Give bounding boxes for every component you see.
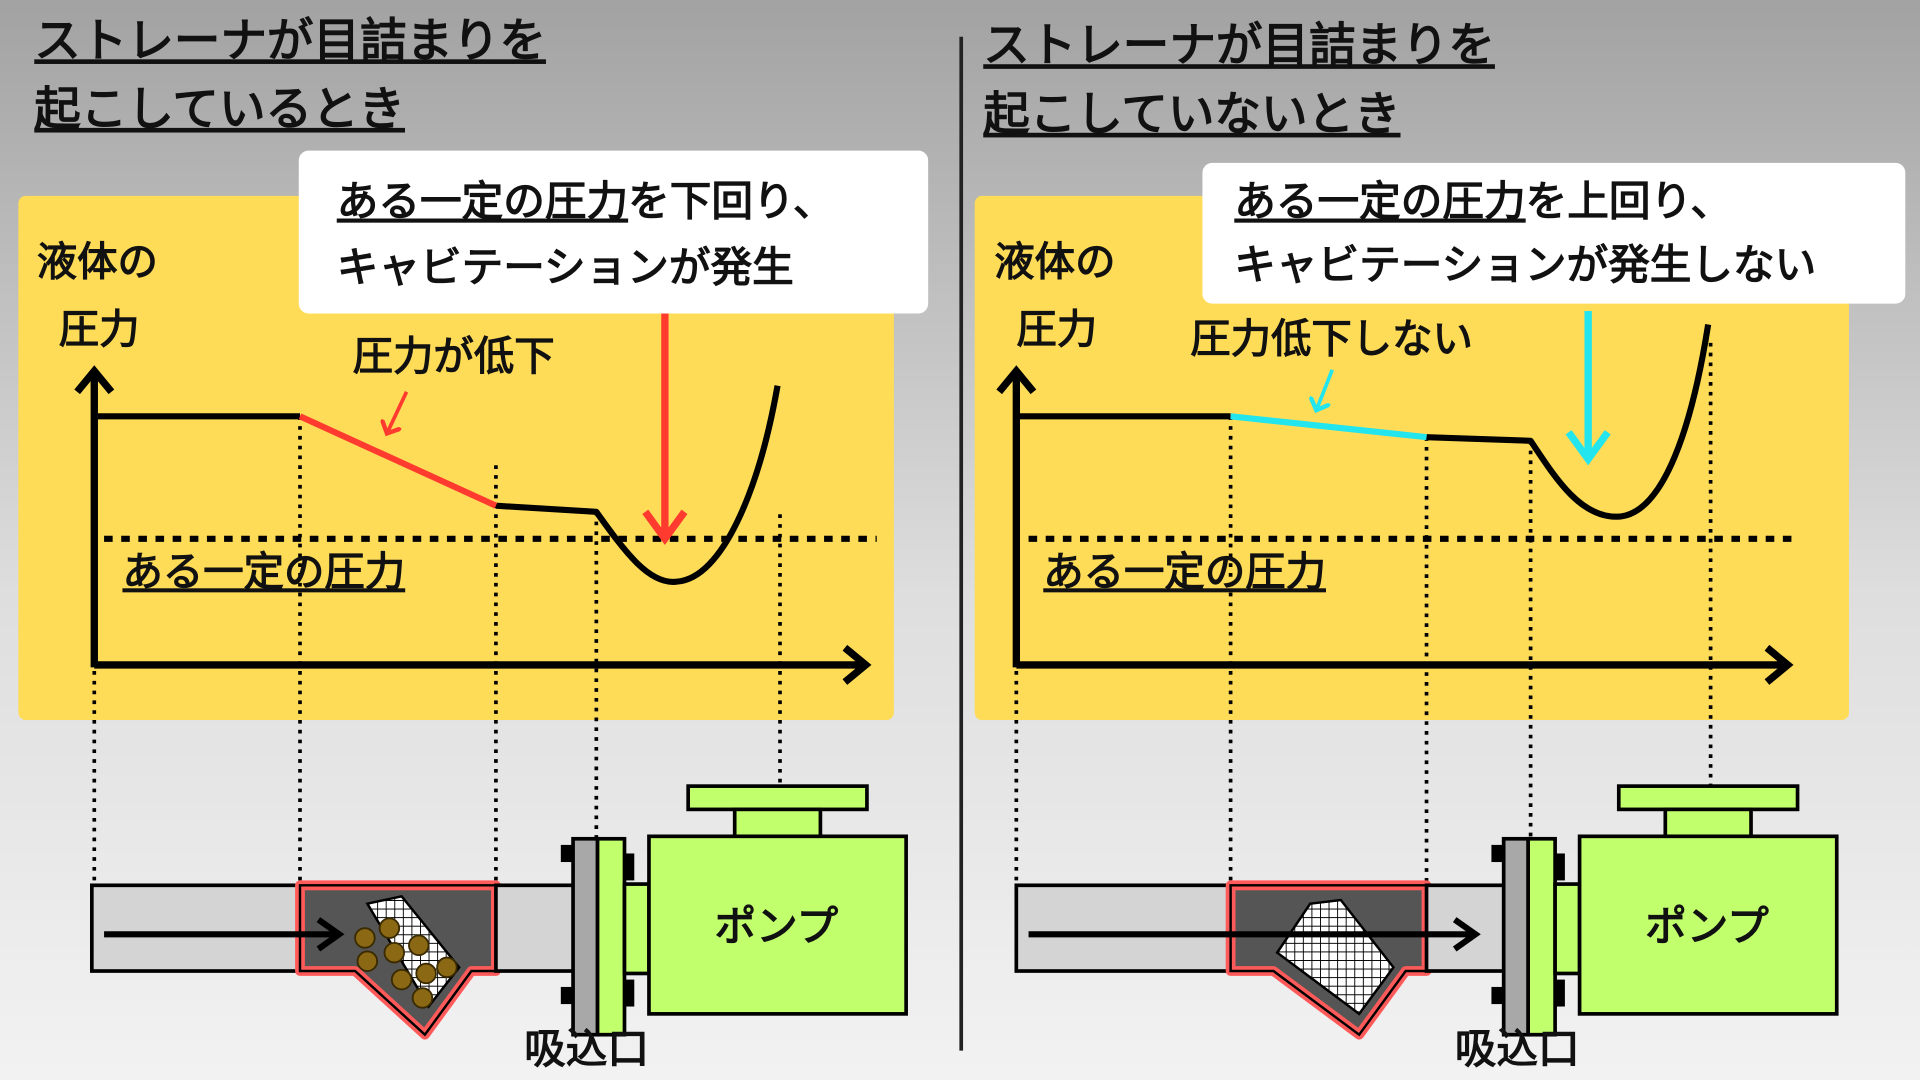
right-strainer-mesh <box>1275 898 1396 1016</box>
left-annotation: 圧力が低下 <box>353 332 555 380</box>
left-threshold-label: ある一定の圧力 <box>122 547 405 595</box>
left-ylabel-line2: 圧力 <box>59 305 140 353</box>
right-annotation-arrow <box>1316 369 1334 410</box>
right-chart-area <box>974 195 1849 721</box>
left-pipe-segment <box>494 883 578 973</box>
left-callout-arrow <box>642 313 688 546</box>
left-vertical-guides <box>92 416 782 885</box>
right-flow-arrow <box>1028 917 1481 952</box>
right-title-line2: 起こしていないとき <box>983 87 1400 141</box>
left-callout-line2: キャビテーションが発生 <box>337 243 794 292</box>
left-x-axis <box>94 644 872 685</box>
left-pressure-curve <box>97 385 781 585</box>
left-flange <box>560 836 651 1037</box>
left-inlet-pipe <box>90 883 302 973</box>
right-ylabel-line1: 液体の <box>994 238 1115 286</box>
right-vertical-guides <box>1014 342 1713 885</box>
left-pressure-drop-segment <box>298 413 498 509</box>
right-pump: ポンプ <box>1577 784 1839 1016</box>
left-pump: ポンプ <box>647 784 908 1016</box>
right-pump-label: ポンプ <box>1645 901 1769 950</box>
left-ylabel-line1: 液体の <box>37 238 158 286</box>
left-flow-arrow <box>104 917 345 952</box>
right-callout-arrow <box>1565 311 1611 466</box>
right-ylabel-line2: 圧力 <box>1016 305 1097 353</box>
right-x-axis <box>1016 644 1794 685</box>
left-callout <box>298 150 929 314</box>
right-pressure-curve <box>1020 324 1712 520</box>
right-stable-segment <box>1230 413 1427 441</box>
right-threshold-label: ある一定の圧力 <box>1043 547 1326 595</box>
left-callout-line1: ある一定の圧力を下回り、 <box>337 177 835 226</box>
right-callout-line2: キャビテーションが発生しない <box>1234 240 1816 289</box>
right-panel: ストレーナが目詰まりを 起こしていないとき ある一定の圧力 液体の 圧力 圧力低… <box>974 18 1906 1073</box>
right-callout <box>1202 162 1906 304</box>
left-title-line2: 起こしているとき <box>34 82 405 136</box>
left-panel: ストレーナが目詰まりを 起こしているとき ある一定の圧力 液体の 圧力 圧力が低… <box>18 13 929 1073</box>
left-title-line1: ストレーナが目詰まりを <box>34 13 546 67</box>
right-inlet-label: 吸込口 <box>1455 1024 1580 1073</box>
right-flange <box>1491 836 1582 1037</box>
right-title-line1: ストレーナが目詰まりを <box>983 18 1495 72</box>
right-callout-line1: ある一定の圧力を上回り、 <box>1234 177 1732 226</box>
left-y-axis <box>74 365 115 668</box>
left-chart-area <box>18 195 894 721</box>
right-annotation: 圧力低下しない <box>1190 315 1473 363</box>
left-pump-label: ポンプ <box>715 901 839 950</box>
left-inlet-label: 吸込口 <box>524 1024 649 1073</box>
debris <box>354 917 458 1009</box>
right-inlet-pipe <box>1014 883 1233 973</box>
left-annotation-arrow <box>387 391 409 434</box>
right-y-axis <box>996 365 1037 668</box>
